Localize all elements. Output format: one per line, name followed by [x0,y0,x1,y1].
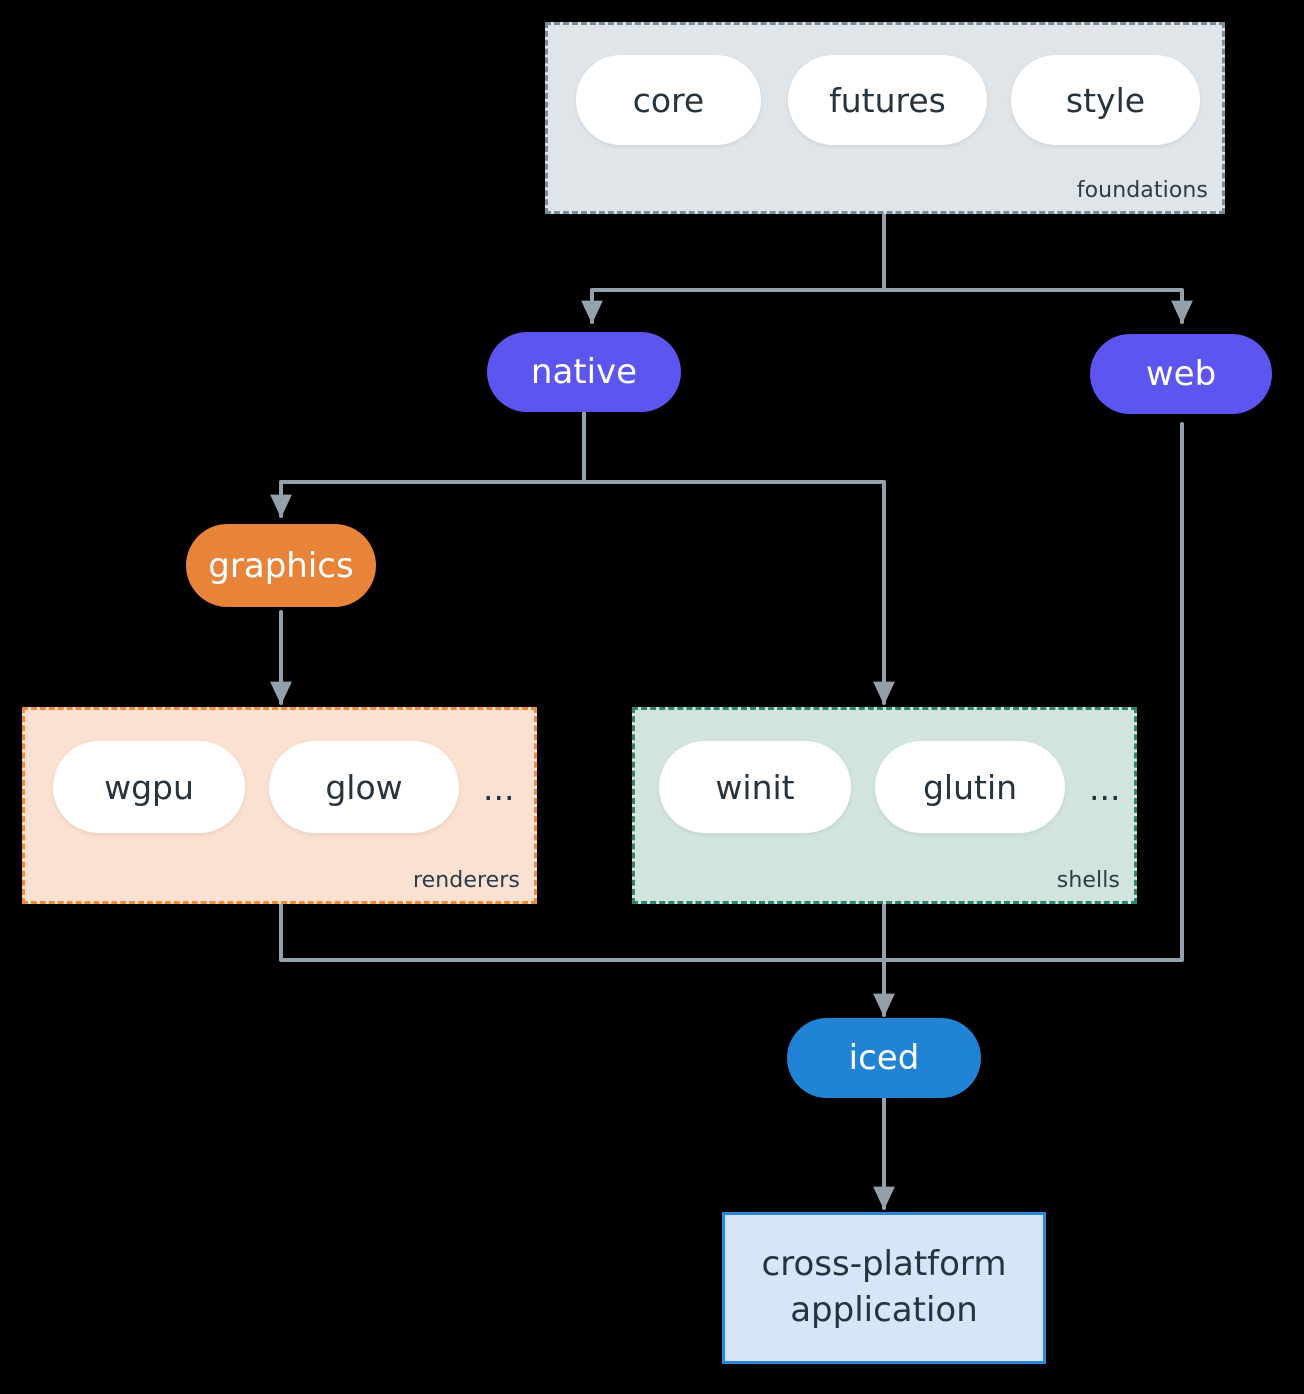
pill-futures[interactable]: futures [788,55,987,145]
pill-futures-label: futures [829,80,946,120]
pill-wgpu-label: wgpu [104,767,194,807]
node-iced-label: iced [848,1038,920,1078]
node-native-label: native [530,352,638,392]
node-iced[interactable]: iced [787,1018,981,1098]
group-foundations-label: foundations [1076,178,1208,203]
edge-foundations-web [882,212,1193,324]
application-label-line1: cross-platform [761,1244,1007,1285]
pill-winit[interactable]: winit [659,741,851,833]
pill-core-label: core [632,80,705,120]
pill-glow[interactable]: glow [269,741,459,833]
pill-winit-label: winit [715,767,795,807]
group-shells-label: shells [1056,868,1120,893]
pill-glutin[interactable]: glutin [875,741,1065,833]
pill-style-label: style [1065,80,1146,120]
edge-foundations-native [581,212,886,324]
node-web[interactable]: web [1090,334,1272,414]
edge-native-shells [582,410,895,705]
node-application[interactable]: cross-platform application [722,1212,1046,1364]
group-renderers[interactable]: wgpu glow ... renderers [22,707,537,904]
node-native[interactable]: native [487,332,681,412]
node-graphics[interactable]: graphics [186,524,376,607]
application-label-line2: application [790,1290,978,1330]
group-renderers-label: renderers [412,868,520,893]
pill-glow-label: glow [325,767,403,807]
renderers-more-ellipsis: ... [483,769,515,808]
shells-more-ellipsis: ... [1089,769,1121,808]
node-graphics-label: graphics [208,545,354,586]
node-web-label: web [1145,354,1217,394]
group-shells[interactable]: winit glutin ... shells [632,707,1137,904]
edge-renderers-iced [279,902,886,962]
pill-style[interactable]: style [1011,55,1200,145]
group-foundations[interactable]: core futures style foundations [545,22,1225,214]
pill-glutin-label: glutin [922,767,1018,807]
pill-core[interactable]: core [576,55,761,145]
pill-wgpu[interactable]: wgpu [53,741,245,833]
edge-native-graphics [270,410,586,518]
